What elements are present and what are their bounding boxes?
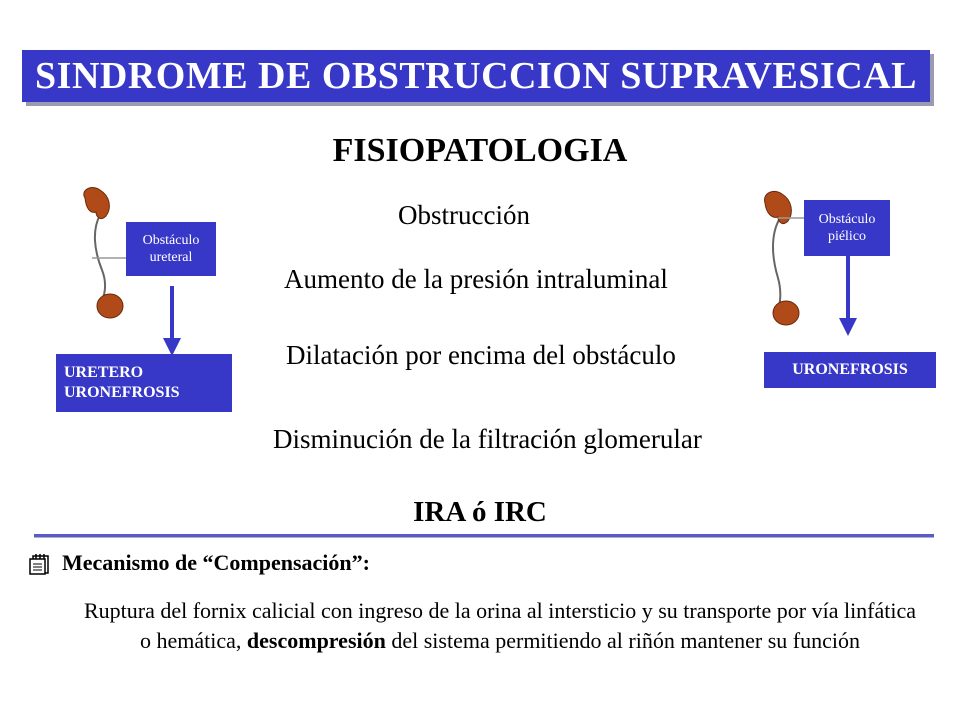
description-text: del sistema permitiendo al riñón mantene… xyxy=(385,628,860,653)
bladder-icon xyxy=(772,300,800,326)
flow-step-pressure: Aumento de la presión intraluminal xyxy=(284,264,668,294)
flow-result: IRA ó IRC xyxy=(413,496,547,528)
bladder-icon xyxy=(96,293,124,319)
result-line: URETERO xyxy=(64,364,144,381)
description-text: Ruptura del fornix calicial con ingreso … xyxy=(83,598,917,653)
right-kidney-figure xyxy=(764,190,857,336)
page-title: SINDROME DE OBSTRUCCION SUPRAVESICAL xyxy=(35,55,917,97)
uronefrosis-box: URONEFROSIS xyxy=(764,352,936,388)
ureter-line xyxy=(772,217,782,311)
left-kidney-figure xyxy=(83,187,181,356)
title-banner: SINDROME DE OBSTRUCCION SUPRAVESICAL xyxy=(22,50,930,102)
kidney-icon xyxy=(83,187,110,219)
description-emphasis: descompresión xyxy=(246,628,386,653)
flow-step-dilation: Dilatación por encima del obstáculo xyxy=(286,340,676,370)
ureterouronefrosis-box: URETERO URONEFROSIS xyxy=(56,354,232,412)
mechanism-heading: Mecanismo de “Compensación”: xyxy=(28,550,370,576)
mechanism-heading-text: Mecanismo de “Compensación”: xyxy=(62,550,370,575)
section-subtitle: FISIOPATOLOGIA xyxy=(332,132,628,169)
result-line: URONEFROSIS xyxy=(792,361,908,378)
label-line: ureteral xyxy=(149,250,193,265)
arrow-down-icon xyxy=(163,338,181,356)
ureteral-obstacle-label: Obstáculo ureteral xyxy=(126,222,216,276)
label-line: piélico xyxy=(827,229,867,244)
flow-step-obstruction: Obstrucción xyxy=(398,200,530,230)
label-line: Obstáculo xyxy=(818,212,876,227)
kidney-icon xyxy=(764,190,792,224)
mechanism-description: Ruptura del fornix calicial con ingreso … xyxy=(80,596,920,656)
flow-step-filtration: Disminución de la filtración glomerular xyxy=(273,424,702,454)
ureter-line xyxy=(94,214,107,306)
notepad-icon xyxy=(29,554,49,575)
arrow-down-icon xyxy=(839,318,857,336)
label-line: Obstáculo xyxy=(142,233,200,248)
divider xyxy=(34,534,934,538)
result-line: URONEFROSIS xyxy=(64,384,180,401)
pyelic-obstacle-label: Obstáculo piélico xyxy=(804,200,890,256)
